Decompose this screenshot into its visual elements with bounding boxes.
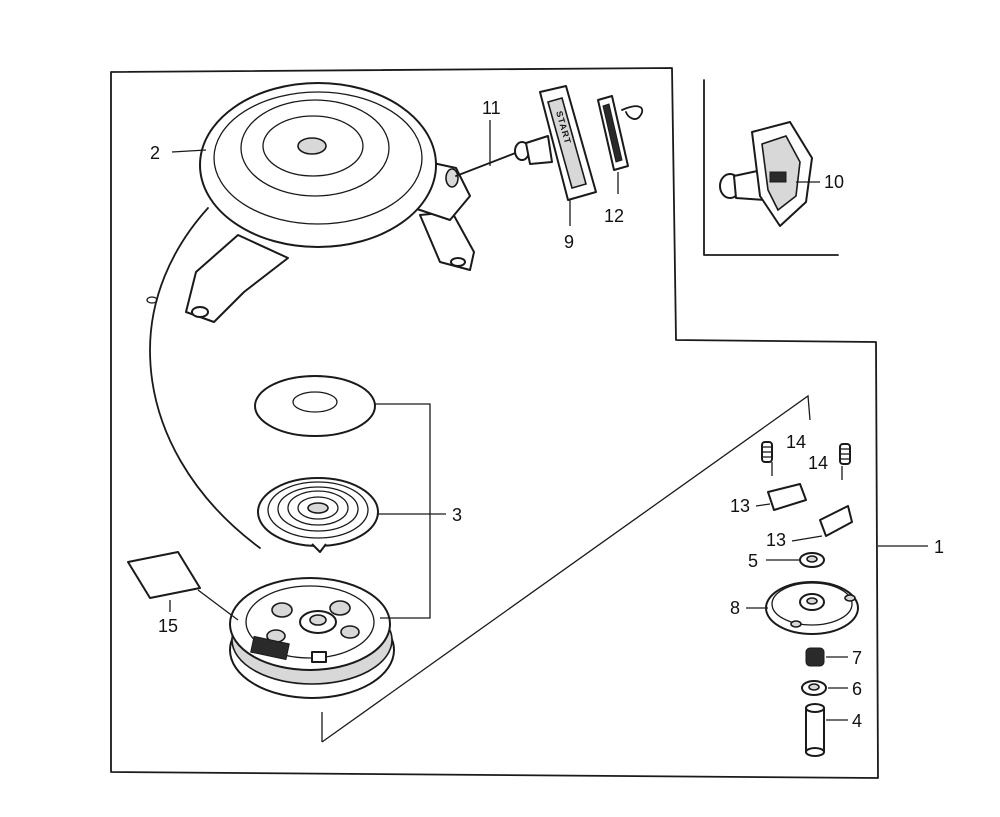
callout-15: 15 xyxy=(158,616,178,636)
rope-outlet-hole xyxy=(445,168,459,188)
callout-11: 11 xyxy=(482,98,501,118)
leader-lines xyxy=(169,120,928,743)
grip-insert xyxy=(597,95,644,171)
case-inner-ring xyxy=(262,115,364,177)
case-body xyxy=(199,82,437,248)
callout-12: 12 xyxy=(604,206,624,226)
mounting-hole-right xyxy=(450,257,466,267)
rope-reel xyxy=(229,577,395,699)
callout-13b: 13 xyxy=(766,530,786,550)
washer-5 xyxy=(799,552,825,568)
leader-2 xyxy=(171,149,207,153)
friction-plate xyxy=(254,375,376,437)
grip-neck xyxy=(525,135,553,165)
case-rim xyxy=(213,91,423,225)
alternative-grip xyxy=(719,121,813,227)
ratchet-left xyxy=(767,483,807,511)
alt-grip-label xyxy=(769,171,787,183)
callout-2: 2 xyxy=(150,143,160,163)
main-assembly-frame xyxy=(110,67,879,779)
starter-case xyxy=(185,82,475,323)
callout-6: 6 xyxy=(852,679,862,699)
case-center-boss xyxy=(297,137,327,155)
reel-slot-a xyxy=(271,602,293,618)
starter-grip: START xyxy=(525,85,597,201)
reel-label-patch xyxy=(250,635,290,661)
shaft-4 xyxy=(805,703,825,757)
starter-rope-path xyxy=(149,207,261,549)
callout-10: 10 xyxy=(824,172,844,192)
ratchet-guide-plate xyxy=(765,581,859,635)
leader-13a xyxy=(755,503,771,507)
ratchet-spring-right xyxy=(839,443,851,465)
group-line-1 xyxy=(321,394,811,743)
callout-4: 4 xyxy=(852,711,862,731)
callout-5: 5 xyxy=(748,551,758,571)
callout-13a: 13 xyxy=(730,496,750,516)
ratchet-right xyxy=(819,505,853,537)
callout-9: 9 xyxy=(564,232,574,252)
reel-ring-outer xyxy=(245,585,375,659)
reel-hub-bore xyxy=(309,614,327,626)
callout-8: 8 xyxy=(730,598,740,618)
callout-3: 3 xyxy=(452,505,462,525)
rope-to-handle xyxy=(455,151,519,177)
leader-13b xyxy=(791,535,823,542)
inset-frame xyxy=(703,79,839,256)
caution-label xyxy=(127,551,201,599)
friction-spring-7 xyxy=(805,647,825,667)
case-top-ring xyxy=(240,99,390,197)
mounting-hole-left xyxy=(191,306,209,318)
bracket-3 xyxy=(374,403,431,619)
reel-notch xyxy=(311,651,327,663)
callout-14b: 14 xyxy=(808,453,828,473)
callout-14a: 14 xyxy=(786,432,806,452)
leader-15b xyxy=(197,589,239,621)
callout-1: 1 xyxy=(934,537,944,557)
grip-face xyxy=(547,97,587,189)
case-mounting-arm xyxy=(185,234,289,323)
reel-slot-b xyxy=(329,600,351,616)
ratchet-spring-left xyxy=(761,441,773,463)
washer-6 xyxy=(801,680,827,696)
callout-labels: 2 11 9 12 10 3 15 1 14 14 13 13 5 8 7 6 … xyxy=(150,98,944,731)
reel-slot-c xyxy=(340,625,360,639)
rope-clip xyxy=(146,296,158,304)
recoil-spring xyxy=(257,477,379,553)
callout-7: 7 xyxy=(852,648,862,668)
